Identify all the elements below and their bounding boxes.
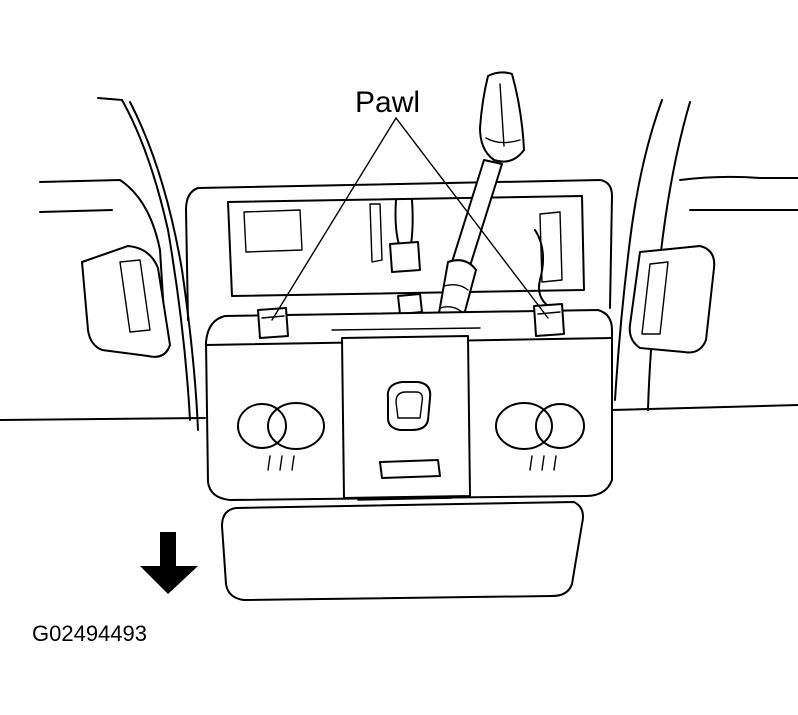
overhead-console (205, 303, 613, 501)
console-cover-panel (221, 497, 584, 601)
right-map-lamp-lens (495, 402, 585, 471)
pawl-leader-lines (271, 117, 549, 321)
left-pawl-clip (257, 307, 289, 339)
right-pawl-clip (533, 303, 565, 337)
left-headliner-trim (0, 97, 206, 431)
figure-code-label: G02494493 (32, 621, 147, 646)
center-lamp-switch (379, 381, 441, 479)
down-arrow-icon (140, 532, 198, 594)
left-map-lamp-lens (237, 402, 325, 471)
pawl-callout-label: Pawl (355, 86, 420, 119)
right-headliner-trim (611, 99, 798, 411)
roof-opening-frame (185, 179, 613, 321)
screwdriver-tool (435, 71, 525, 336)
